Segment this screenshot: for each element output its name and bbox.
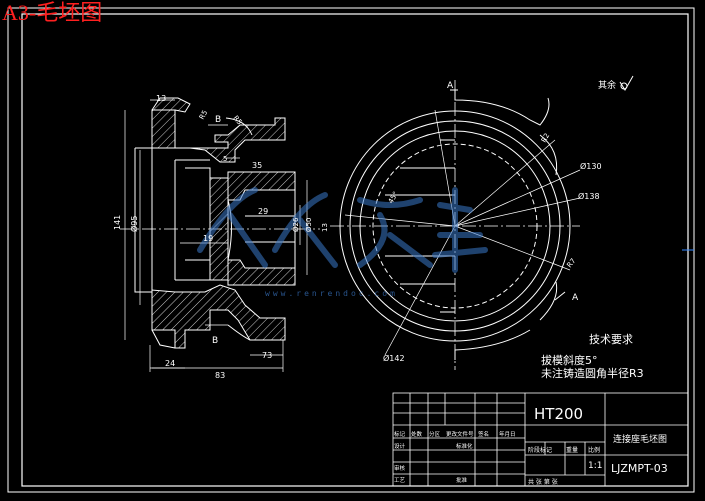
dim-r5: R5 (198, 109, 210, 121)
scale-label: 比例 (588, 446, 600, 454)
tb-header-1: 处数 (411, 430, 423, 438)
dim-35: 35 (252, 161, 262, 170)
weight-label: 重量 (566, 446, 578, 454)
section-b-bottom: B (212, 336, 218, 346)
title-block-text: HT200 连接座毛坯图 LJZMPT-03 1:1 比例 重量 阶段标记 标记… (394, 405, 668, 486)
dim-50: Ø50 (305, 218, 313, 232)
tb-header-4: 签名 (478, 430, 489, 438)
notes-line-1: 拔模斜度5° (541, 354, 598, 367)
tb-checker: 审核 (394, 464, 406, 472)
inner-frame (21, 13, 689, 487)
hatch-hub-upper (227, 171, 296, 201)
roughness-label: 其余 (598, 79, 616, 91)
dim-83: 83 (215, 371, 225, 380)
dim-19: 19 (203, 234, 213, 243)
dim-29: 29 (258, 207, 268, 216)
dim-r2: R2 (540, 132, 552, 144)
dim-142: Ø142 (383, 353, 405, 363)
tb-designer: 设计 (394, 442, 406, 450)
tb-sheets: 共 张 第 张 (528, 478, 558, 486)
banner-title: A3-毛坯图 (2, 0, 103, 25)
dim-95: Ø95 (129, 216, 139, 232)
tb-header-5: 年月日 (499, 430, 516, 438)
tb-header-0: 标记 (394, 430, 406, 438)
stage-label: 阶段标记 (528, 446, 552, 454)
drawing-number: LJZMPT-03 (611, 462, 668, 475)
tb-header-2: 分区 (429, 430, 441, 438)
dim-73: 73 (262, 351, 272, 360)
tb-standard: 标准化 (456, 442, 473, 450)
dim-141: 141 (113, 215, 122, 230)
dim-5: 5 (223, 155, 227, 163)
front-view (330, 75, 634, 370)
dim-13b: 13 (321, 223, 329, 232)
dim-130: Ø130 (580, 161, 602, 171)
hatch-lower-flange (151, 284, 286, 349)
dim-24: 24 (165, 359, 175, 368)
technical-notes: 技术要求 拔模斜度5° 未注铸造圆角半径R3 (541, 333, 644, 380)
title-block-grid (392, 392, 689, 487)
dim-26: Ø26 (292, 217, 300, 232)
part-name: 连接座毛坯图 (613, 433, 667, 445)
watermark-url: www.renrendoc.com (265, 289, 398, 298)
dim-13: 13 (156, 94, 166, 103)
material-label: HT200 (534, 405, 583, 423)
watermark (197, 187, 488, 273)
tb-header-3: 更改文件号 (446, 430, 474, 438)
outer-frame (7, 7, 695, 493)
section-b-top: B (215, 115, 221, 125)
section-view (120, 97, 320, 349)
notes-heading: 技术要求 (589, 333, 633, 346)
dim-r7: R7 (565, 257, 577, 269)
scale-value: 1:1 (588, 461, 602, 471)
tb-approve: 批准 (456, 476, 468, 484)
notes-line-2: 未注铸造圆角半径R3 (541, 367, 644, 380)
section-a-top: A (447, 81, 454, 91)
section-a-bottom: A (572, 293, 579, 303)
tb-process: 工艺 (394, 477, 406, 484)
dim-138: Ø138 (578, 191, 600, 201)
